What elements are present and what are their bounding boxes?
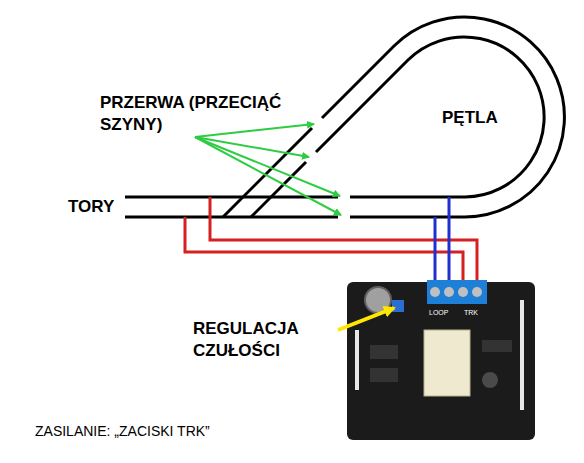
- rail: [316, 37, 544, 197]
- silkscreen: [355, 330, 359, 390]
- caption: ZASILANIE: „ZACISKI TRK”: [35, 422, 210, 440]
- leader-arrows: [195, 124, 341, 215]
- component: [482, 372, 498, 388]
- terminal-block: [427, 280, 487, 304]
- screw: [458, 287, 468, 297]
- screw: [472, 287, 482, 297]
- wire: [434, 217, 437, 284]
- chip: [370, 368, 398, 382]
- leader-arrow: [195, 124, 314, 137]
- blue-wires: [435, 197, 449, 284]
- wire: [448, 197, 451, 284]
- relay: [424, 330, 470, 396]
- circuit-board: [347, 280, 535, 440]
- chip: [482, 340, 512, 352]
- pcb: [347, 282, 535, 440]
- screw: [444, 287, 454, 297]
- leader-arrow: [195, 137, 341, 215]
- rail: [223, 128, 312, 217]
- silkscreen: [520, 300, 524, 410]
- wire: [210, 197, 477, 284]
- pointer-arrow: [338, 308, 394, 330]
- callout-text: PRZERWA (PRZECIĄĆ SZYNY): [100, 92, 300, 136]
- rails: [125, 17, 564, 217]
- terminal-label: TRK: [464, 308, 478, 317]
- rail: [322, 17, 564, 217]
- track-label: TORY: [68, 197, 114, 217]
- loop-label: PĘTLA: [442, 108, 498, 128]
- terminal-label: LOOP: [429, 308, 448, 317]
- screw: [430, 287, 440, 297]
- rail: [125, 216, 338, 219]
- chip: [370, 345, 398, 359]
- wire: [185, 217, 463, 284]
- callout-text: REGULACJA CZUŁOŚCI: [193, 318, 343, 362]
- leader-arrow: [195, 137, 340, 196]
